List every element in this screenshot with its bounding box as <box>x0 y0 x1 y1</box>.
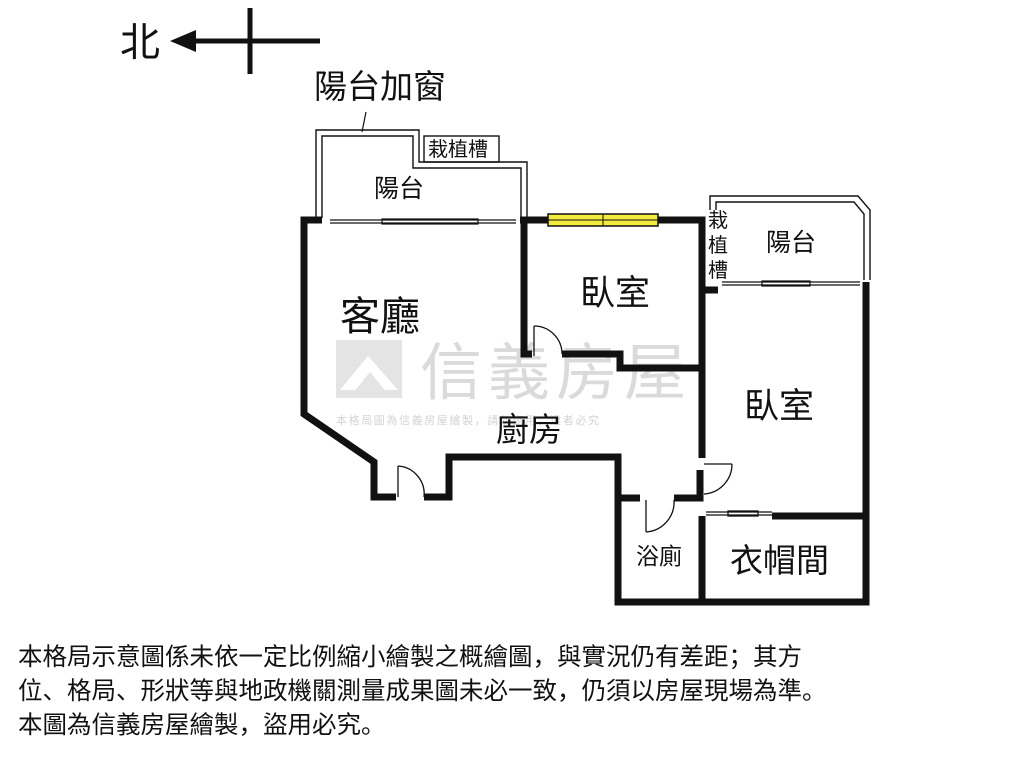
north-compass: 北 <box>120 8 320 74</box>
disclaimer-line: 本格局示意圖係未依一定比例縮小繪製之概繪圖，與實況仍有差距；其方 <box>18 642 802 671</box>
brand-logo-icon <box>336 340 402 398</box>
doors <box>397 325 772 533</box>
bedroom-2-label: 臥室 <box>744 387 814 427</box>
disclaimer-line: 位、格局、形狀等與地政機關測量成果圖未必一致，仍須以房屋現場為準。 <box>18 676 827 705</box>
living-room-label: 客廳 <box>340 294 420 340</box>
svg-text:植: 植 <box>708 233 728 257</box>
planter-box <box>423 135 500 163</box>
right-balcony <box>709 195 871 287</box>
disclaimer-line: 本圖為信義房屋繪製，盜用必究。 <box>18 710 386 739</box>
bedroom-1-label: 臥室 <box>580 274 650 314</box>
closet-label: 衣帽間 <box>730 541 829 580</box>
bathroom-label: 浴廁 <box>636 544 682 570</box>
balcony-top-label: 陽台 <box>374 174 424 203</box>
planter-top-label: 栽植槽 <box>428 137 488 161</box>
watermark: 信義房屋 本格局圖為信義房屋繪製，請勿盜用，違者必究 <box>336 336 692 427</box>
north-arrow-icon <box>170 30 196 52</box>
disclaimer: 本格局示意圖係未依一定比例縮小繪製之概繪圖，與實況仍有差距；其方 位、格局、形狀… <box>18 640 1008 742</box>
watermark-notice: 本格局圖為信義房屋繪製，請勿盜用，違者必究 <box>336 413 601 427</box>
bedroom-window <box>547 213 659 227</box>
balcony-window-label: 陽台加窗 <box>314 67 446 106</box>
watermark-brand: 信義房屋 <box>420 336 692 409</box>
compass-label: 北 <box>120 20 160 66</box>
kitchen-label: 廚房 <box>496 410 562 449</box>
top-balcony <box>315 111 528 225</box>
svg-text:栽: 栽 <box>708 208 728 232</box>
svg-text:槽: 槽 <box>708 258 728 282</box>
floor-plan: 信義房屋 本格局圖為信義房屋繪製，請勿盜用，違者必究 北 陽台加窗 栽植槽 陽台… <box>120 8 871 606</box>
balcony-right-label: 陽台 <box>766 228 816 257</box>
walls <box>300 216 870 606</box>
planter-side-label: 栽 植 槽 <box>708 208 728 282</box>
